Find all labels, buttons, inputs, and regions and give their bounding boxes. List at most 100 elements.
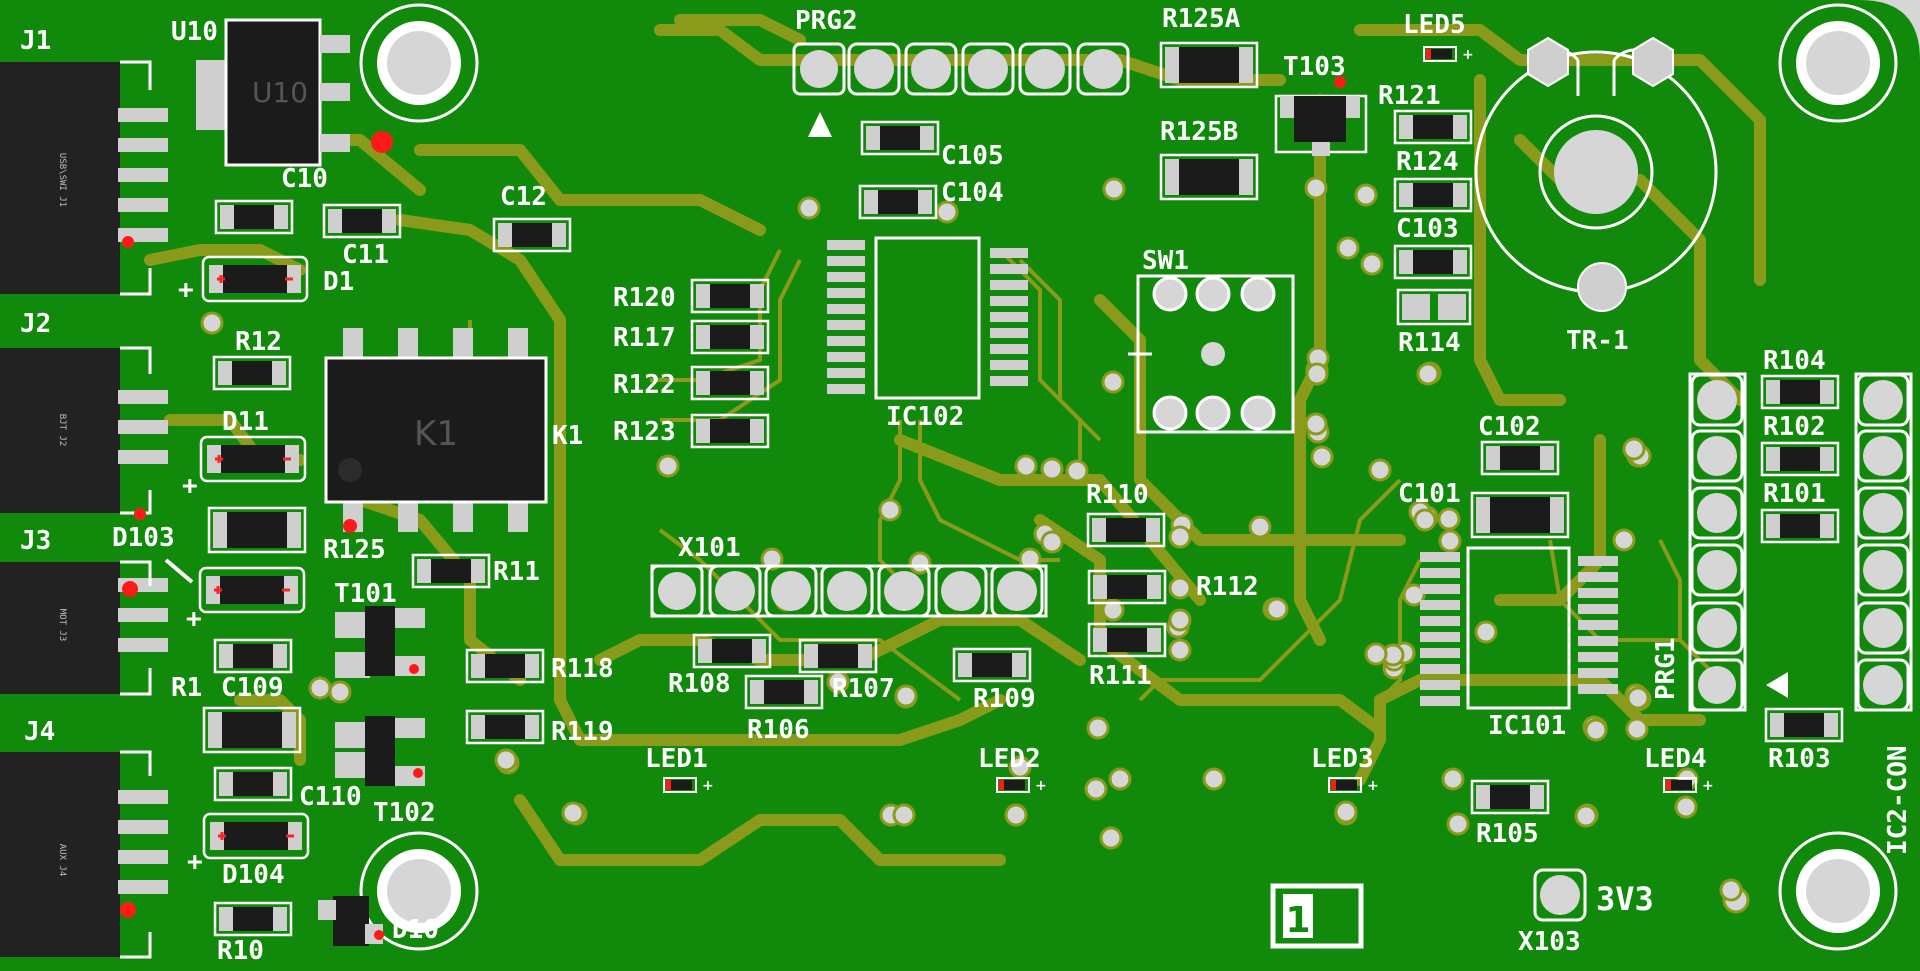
c103-body [1393, 244, 1473, 280]
r121-body [1393, 109, 1473, 145]
c102-body [1480, 440, 1560, 476]
r108-body [692, 633, 772, 669]
label-c10: C10 [281, 164, 328, 194]
label-r125b: R125B [1160, 117, 1238, 147]
label-r102: R102 [1763, 412, 1826, 442]
polarity-plus-signs: + + + + [178, 275, 203, 877]
j2-marking: BJT J2 [57, 414, 67, 447]
vias [200, 13, 1750, 914]
t102-transistor [335, 716, 425, 786]
sw1-switch [1128, 274, 1295, 434]
label-led3: LED3 [1311, 744, 1374, 774]
mounting-hole-tr [1778, 3, 1898, 123]
label-led2: LED2 [978, 744, 1041, 774]
r1-body [202, 706, 302, 754]
label-r111: R111 [1089, 661, 1152, 691]
tr1-trimmer [1474, 36, 1718, 312]
label-r101: R101 [1763, 479, 1826, 509]
connector-j3: MOT J3 [0, 560, 168, 696]
label-r120: R120 [613, 283, 676, 313]
r103-body [1764, 707, 1844, 743]
label-r122: R122 [613, 370, 676, 400]
connector-j1: USB\SWI J1 [0, 60, 168, 296]
label-k1: K1 [552, 421, 583, 451]
label-d103: D103 [112, 523, 175, 553]
label-ic101: IC101 [1488, 711, 1566, 741]
c105-body [860, 120, 940, 156]
led5-body [1423, 46, 1475, 64]
layer-number: 1 [1285, 900, 1310, 941]
connector-j4: AUX J4 [0, 750, 168, 959]
connector-j2: BJT J2 [0, 346, 168, 520]
mounting-hole-tl [359, 3, 479, 123]
r125b-body [1159, 153, 1259, 201]
label-r118: R118 [551, 654, 614, 684]
label-c103: C103 [1396, 214, 1459, 244]
c10-body [214, 199, 294, 235]
layer-marker: 1 [1270, 883, 1364, 949]
label-r117: R117 [613, 323, 676, 353]
label-r125: R125 [323, 535, 386, 565]
r125a-body [1159, 41, 1259, 89]
label-3v3: 3V3 [1596, 880, 1654, 918]
label-led1: LED1 [645, 744, 708, 774]
r117-body [690, 319, 770, 355]
led2-body [996, 777, 1048, 795]
ic101-chip [1420, 546, 1618, 710]
designator-labels: J1 U10 C10 C11 C12 D1 J2 R12 D11 K1 J3 D… [20, 4, 1913, 966]
label-tr1: TR-1 [1566, 326, 1629, 356]
label-d11: D11 [222, 407, 269, 437]
label-d10: D10 [392, 915, 439, 945]
label-x103: X103 [1518, 927, 1581, 957]
d10-diode [318, 896, 384, 946]
label-c101: C101 [1398, 479, 1461, 509]
led4-body [1663, 777, 1715, 795]
r110-body [1086, 512, 1166, 548]
plus-d104: + [187, 847, 203, 877]
r118-body [465, 648, 545, 684]
plus-d11: + [182, 471, 198, 501]
c12-body [492, 217, 572, 253]
label-r12: R12 [235, 327, 282, 357]
label-c12: C12 [500, 182, 547, 212]
prg2-header [792, 42, 1130, 137]
label-d1: D1 [323, 267, 354, 297]
label-r10: R10 [217, 936, 264, 966]
u10-marking: U10 [252, 76, 308, 109]
r102-body [1760, 441, 1840, 477]
j1-marking: USB\SWI J1 [57, 153, 67, 207]
label-j3: J3 [20, 526, 51, 556]
j3-marking: MOT J3 [57, 609, 67, 642]
u10-regulator: U10 [196, 18, 393, 167]
r101-body [1760, 508, 1840, 544]
r104-body [1760, 374, 1840, 410]
label-r106: R106 [747, 715, 810, 745]
plus-d103: + [186, 604, 202, 634]
label-d104: D104 [222, 860, 285, 890]
r107-body [798, 638, 878, 674]
r111-body [1087, 622, 1167, 658]
label-led4: LED4 [1644, 744, 1707, 774]
label-c110: C110 [299, 782, 362, 812]
label-r103: R103 [1768, 744, 1831, 774]
r125-body [207, 506, 307, 554]
mounting-hole-br [1778, 831, 1898, 951]
label-t103: T103 [1283, 52, 1346, 82]
label-r105: R105 [1476, 819, 1539, 849]
t103-transistor [1274, 76, 1368, 156]
ic102-chip [827, 236, 1028, 400]
label-t101: T101 [334, 579, 397, 609]
label-ic102: IC102 [886, 402, 964, 432]
label-u10: U10 [171, 17, 218, 47]
led3-body [1328, 777, 1380, 795]
ic2-con-header [1854, 372, 1913, 712]
label-r108: R108 [668, 669, 731, 699]
label-r110: R110 [1086, 480, 1149, 510]
label-j1: J1 [20, 26, 51, 56]
r120-body [690, 278, 770, 314]
label-c109: C109 [221, 673, 284, 703]
label-r123: R123 [613, 417, 676, 447]
label-r125a: R125A [1162, 4, 1241, 34]
r114-body [1396, 288, 1472, 326]
